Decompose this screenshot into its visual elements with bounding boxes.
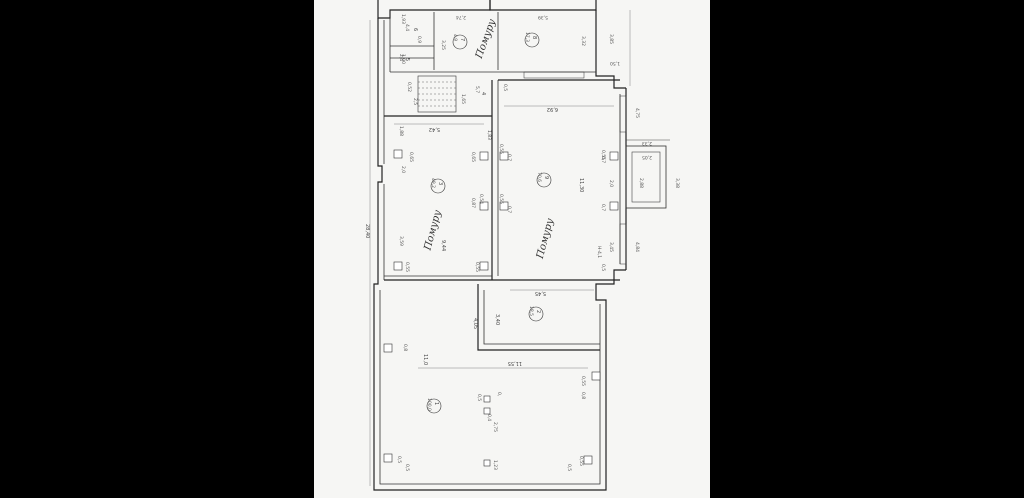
dim-r2-width: 5,45 (535, 290, 546, 296)
col-0: 0, (496, 392, 502, 396)
room-labels: 1 100,0 2 18,5 3 49,2 4 5,7 5 2,4 6 4,4 … (398, 24, 549, 411)
stair-hatch (417, 75, 457, 113)
dim-r2-side: 4,05 (472, 318, 478, 329)
dim-overall-height: 28,40 (364, 224, 370, 238)
dimension-lines (369, 10, 631, 486)
porch (625, 139, 670, 209)
dim-ceiling-height: H-4,1 (596, 246, 602, 258)
col-08-a: 0,8 (402, 344, 408, 351)
dim-183: 1,83 (486, 130, 492, 140)
room-8-num: 8 (531, 36, 537, 39)
dim-165: 1,65 (460, 94, 466, 104)
room-1-area: 100,0 (426, 398, 432, 411)
col-055-c: 0,55 (498, 194, 504, 204)
dim-right-a: 4,75 (634, 108, 640, 118)
dim-123: 1,23 (492, 460, 498, 470)
dim-r3-length: 9,44 (440, 240, 446, 251)
column-labels: 0,55 0,7 0,55 0,7 0,7 0,7 0,65 0,65 0,87… (396, 84, 606, 471)
col-055-e: 0,55 (474, 262, 480, 272)
col-055-g: 0,55 (578, 456, 584, 466)
dim-r7-top: 2,74 (456, 14, 466, 20)
room-7-num: 7 (459, 38, 465, 41)
room-9-num: 9 (543, 176, 549, 179)
dim-r7-width: 3,25 (440, 40, 446, 50)
dim-275: 2,75 (492, 422, 498, 432)
col-05-c: 0,5 (476, 394, 482, 401)
dim-top-small: 1,50 (610, 60, 620, 66)
dim-100: 1,00 (400, 54, 406, 64)
dim-r3-width: 5,42 (429, 126, 440, 132)
col-055-b: 0,55 (600, 150, 606, 160)
dim-hall-length: 11,55 (508, 360, 522, 366)
col-07-c: 0,7 (600, 204, 606, 211)
dim-359: 3,59 (398, 236, 404, 246)
dim-hall-width: 11,0 (422, 354, 428, 365)
dim-r2-height: 3,40 (494, 314, 500, 325)
room-3-num: 3 (437, 182, 443, 185)
dim-porch-c: 2,88 (638, 178, 644, 188)
room-8-area: 17,3 (524, 32, 530, 42)
dimension-labels: 28,40 11,55 11,0 11,30 6,92 5,42 9,44 5,… (364, 14, 680, 470)
col-07-d: 0,7 (506, 206, 512, 213)
col-05-b: 0,5 (600, 264, 606, 271)
dim-188: 1,88 (398, 126, 404, 136)
col-08-b: 0,8 (580, 392, 586, 399)
room-6-area: 4,4 (404, 24, 410, 31)
col-05-a: 0,5 (502, 84, 508, 91)
col-07-b: 0,7 (600, 156, 606, 163)
room-7-area: 4,9 (452, 34, 458, 41)
floor-plan-drawing: 1 100,0 2 18,5 3 49,2 4 5,7 5 2,4 6 4,4 … (314, 0, 710, 498)
dim-right-b: 4,84 (634, 242, 640, 252)
col-065-b: 0,65 (470, 152, 476, 162)
floor-plan-sheet: 1 100,0 2 18,5 3 49,2 4 5,7 5 2,4 6 4,4 … (314, 0, 710, 498)
col-054: 0,54 (478, 194, 484, 204)
dim-r9-width: 6,92 (547, 106, 558, 112)
room-3-area: 49,2 (430, 178, 436, 188)
room-2-num: 2 (535, 310, 541, 313)
room-2-area: 18,5 (528, 306, 534, 316)
col-05-f: 0,5 (404, 464, 410, 471)
window-marks (523, 71, 627, 265)
room-4-area: 5,7 (474, 86, 480, 93)
dim-052: 0,52 (406, 82, 412, 92)
col-04: 0,4 (486, 414, 492, 421)
col-087: 0,87 (470, 198, 476, 208)
dim-top-right: 3,85 (608, 34, 614, 44)
col-05-d: 0,5 (566, 464, 572, 471)
room-5-area: 2,4 (398, 54, 404, 61)
room-9-area: 70,6 (536, 172, 542, 182)
dim-09: 0,9 (416, 36, 422, 43)
room-6-num: 6 (412, 28, 418, 31)
dim-r8-width: 5,39 (538, 14, 548, 20)
dim-20a: 2,0 (608, 180, 614, 187)
dim-25: 2,5 (412, 98, 418, 105)
col-055-d: 0,55 (404, 262, 410, 272)
room-1-num: 1 (433, 402, 439, 405)
room-5-num: 5 (404, 58, 410, 61)
middle-partitions (384, 79, 620, 351)
col-065-a: 0,65 (408, 152, 414, 162)
dim-193: 1,93 (400, 14, 406, 24)
dim-porch-d: 3,38 (674, 178, 680, 188)
room-4-num: 4 (480, 92, 486, 95)
dim-porch-a: 2,33 (642, 140, 652, 146)
dim-porch-b: 2,05 (642, 154, 652, 160)
room-markers (426, 32, 552, 414)
columns (383, 149, 619, 467)
dim-20b: 2,0 (400, 166, 406, 173)
col-055-f: 0,55 (580, 376, 586, 386)
dim-r9-length: 11,30 (578, 178, 584, 192)
col-07-a: 0,7 (506, 154, 512, 161)
col-05-e: 0,5 (396, 456, 402, 463)
dim-345: 3,45 (608, 242, 614, 252)
col-055-a: 0,55 (498, 144, 504, 154)
dim-r8-height: 3,32 (580, 36, 586, 46)
